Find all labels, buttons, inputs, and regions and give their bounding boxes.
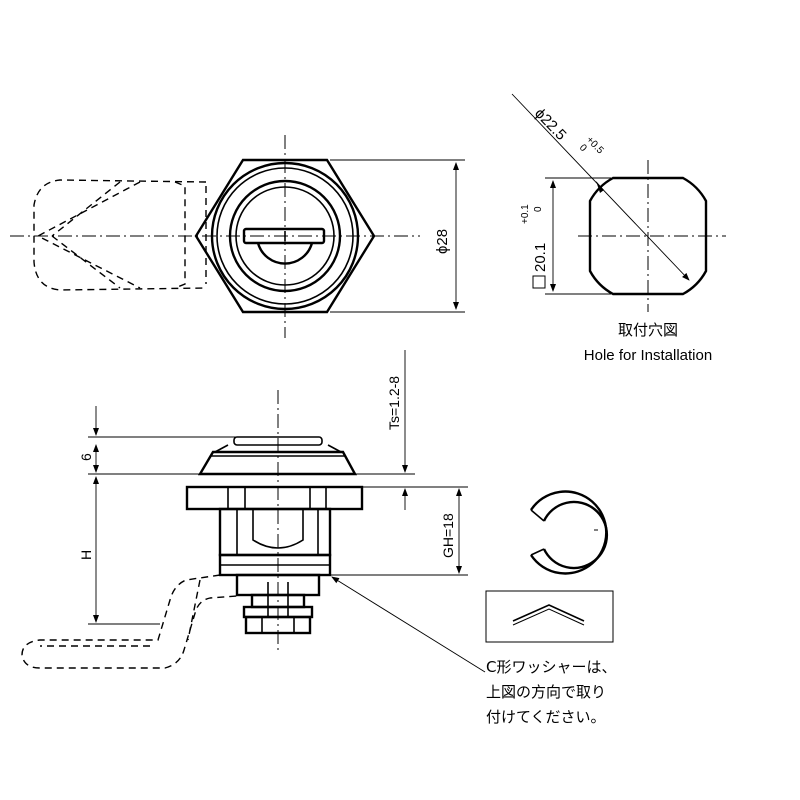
- hex-nut-outline: [194, 158, 376, 314]
- body-inner-circle: [216, 167, 354, 305]
- note-line-2: 上図の方向で取り: [486, 683, 606, 701]
- hex-nut-side: [185, 485, 364, 511]
- washer-chevron: [512, 604, 585, 622]
- diameter-28-label: ϕ28: [434, 229, 451, 254]
- hole-view: ϕ22.5 +0.5 0 20.1 +0.1 0 取付穴図 Hole for I…: [511, 93, 726, 364]
- width-20-1-label: 20.1: [532, 243, 549, 272]
- note-line-1: C形ワッシャーは、: [486, 658, 616, 676]
- plug-circle: [235, 186, 335, 286]
- washer-leader: [331, 576, 486, 673]
- c-washer-view: [485, 490, 614, 643]
- square-symbol: [532, 275, 546, 289]
- ts-label: Ts=1.2-8: [386, 376, 402, 430]
- installation-hole-outline: [588, 176, 708, 296]
- dim-6-label: 6: [78, 453, 94, 461]
- width-tol-upper: +0.1: [520, 204, 531, 224]
- gh-label: GH=18: [440, 513, 456, 558]
- cylinder-circle: [228, 179, 342, 293]
- width-tol-lower: 0: [533, 206, 544, 212]
- diameter-tol-lower: 0: [577, 142, 589, 154]
- cap-top: [233, 436, 323, 446]
- washer-note: C形ワッシャーは、 上図の方向で取り 付けてください。: [486, 658, 616, 726]
- side-view: 6 H Ts=1.2-8 GH=18: [21, 350, 486, 673]
- hidden-lever: [33, 179, 207, 291]
- c-washer-inner: [542, 500, 609, 570]
- key-slot: [242, 227, 326, 245]
- front-view: ϕ28: [10, 135, 465, 338]
- dim-h-label: H: [78, 550, 94, 560]
- diameter-22-5-label: ϕ22.5: [531, 105, 569, 144]
- side-hidden-lever: [21, 574, 238, 669]
- body-outer-circle: [210, 161, 360, 311]
- screw-head: [244, 615, 312, 635]
- hole-title-en: Hole for Installation: [584, 347, 712, 364]
- key-slot-arc: [256, 242, 314, 265]
- hole-title-jp: 取付穴図: [618, 321, 678, 339]
- note-line-3: 付けてください。: [486, 708, 606, 726]
- washer-section-box: [485, 590, 614, 643]
